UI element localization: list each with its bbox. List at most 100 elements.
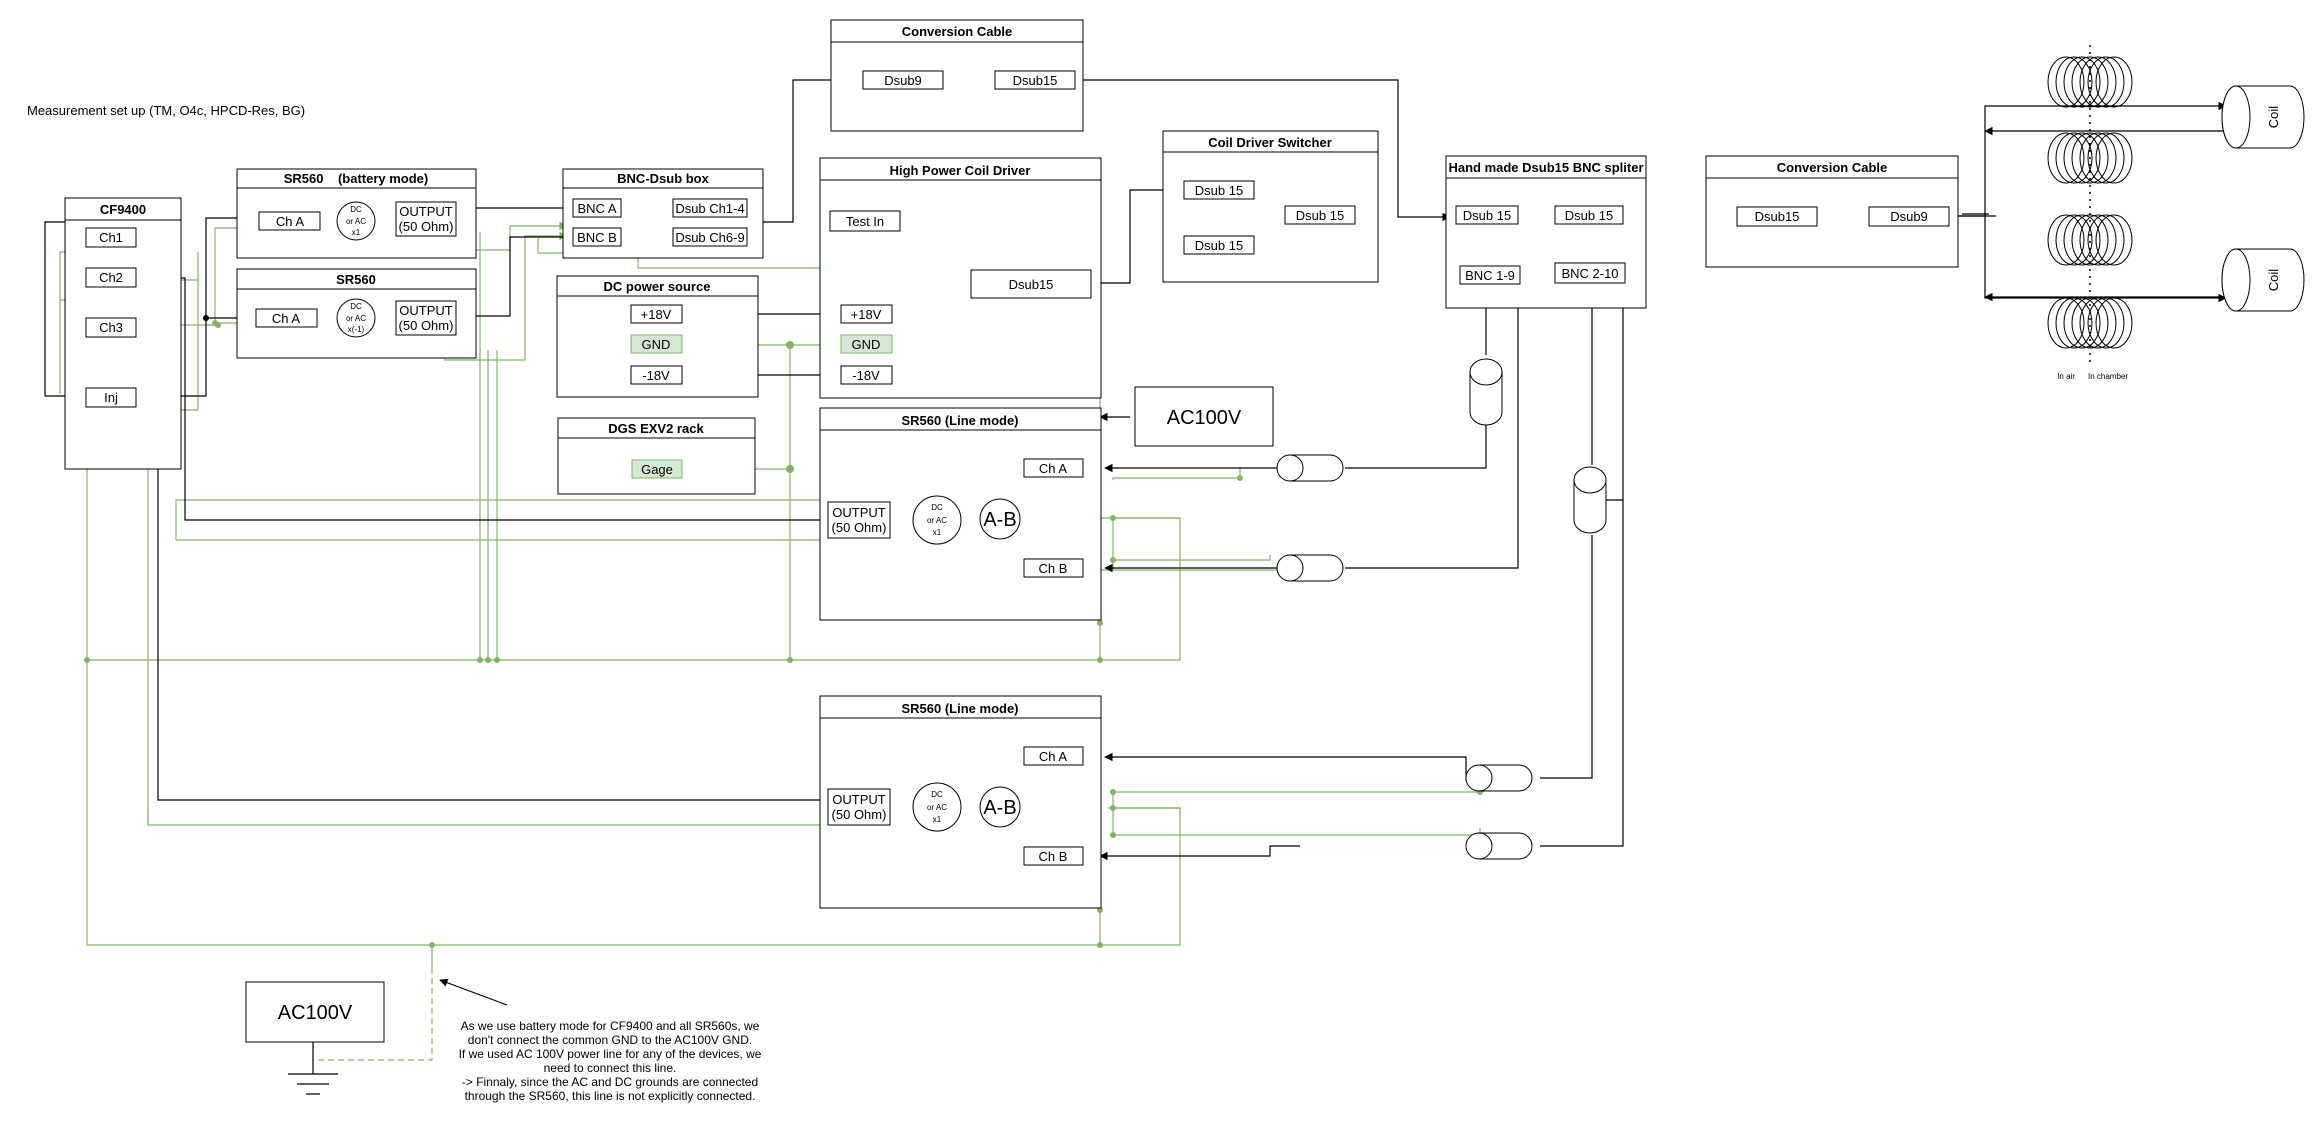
sr560-output-1: OUTPUT [399, 303, 453, 318]
dgs-gage-label: Gage [641, 462, 673, 477]
hpcd-test-port [829, 210, 901, 232]
bnc-b-port [572, 227, 622, 247]
switcher-dsub-a-label: Dsub 15 [1195, 183, 1243, 198]
sr560-battery-title: SR560 (battery mode) [284, 171, 429, 186]
switcher-dsub-c-label: Dsub 15 [1296, 208, 1344, 223]
conversion-cable-1-dsub9 [862, 70, 944, 90]
cf9400-ch2-port [85, 267, 137, 288]
hpcd-gnd-port [840, 334, 893, 354]
conversion-cable-1-dsub9-label: Dsub9 [884, 73, 922, 88]
sr560-line-1-gain-2: or AC [927, 516, 947, 525]
sr560-gain-1: DC [350, 302, 362, 311]
hpcd-dsub-label: Dsub15 [1009, 277, 1054, 292]
sr560-line-1-chb-port [1023, 558, 1084, 578]
conversion-cable-2-box: Conversion Cable Dsub15 Dsub9 [1705, 155, 1959, 268]
conversion-cable-2-dsub15 [1736, 206, 1818, 227]
dgs-title: DGS EXV2 rack [608, 421, 704, 436]
sr560-line-1-cha-label: Ch A [1039, 461, 1068, 476]
hpcd-dsub-port [970, 269, 1092, 299]
sr560-battery-output-2: (50 Ohm) [399, 219, 454, 234]
coil-bottom-label: Coil [2266, 269, 2281, 292]
cf9400-ch2-label: Ch2 [99, 270, 123, 285]
switcher-dsub-c [1284, 205, 1356, 225]
bnc-a-label: BNC A [577, 201, 616, 216]
label-in-air: In air [2057, 372, 2075, 381]
note-line-6: through the SR560, this line is not expl… [465, 1089, 756, 1103]
ac100v-bottom-label: AC100V [278, 1002, 353, 1024]
sr560-battery-gain-2: or AC [346, 217, 366, 226]
bnc-cable-horizontal-3 [1465, 764, 1533, 792]
dgs-rack-box: DGS EXV2 rack Gage [557, 417, 756, 495]
splitter-dsub-b-label: Dsub 15 [1565, 208, 1613, 223]
sr560-gain-2: or AC [346, 314, 366, 323]
hpcd-test-label: Test In [846, 214, 884, 229]
sr560-battery-output-port [395, 201, 457, 237]
cf9400-ch3-label: Ch3 [99, 320, 123, 335]
sr560-line-1-cha-port [1023, 458, 1084, 478]
note-arrow [439, 978, 508, 1006]
hpcd-p18-label: +18V [851, 307, 882, 322]
splitter-title: Hand made Dsub15 BNC spliter [1448, 160, 1643, 175]
sr560-line-2-gain-circle [912, 782, 962, 832]
conversion-cable-2-dsub15-label: Dsub15 [1755, 209, 1800, 224]
sr560-line-2-ab-circle [979, 786, 1021, 828]
splitter-bnc2-label: BNC 2-10 [1561, 266, 1618, 281]
sr560-line-2-cha-label: Ch A [1039, 749, 1068, 764]
splitter-bnc2 [1554, 262, 1626, 284]
coil-bottom: Coil [2221, 248, 2305, 312]
diagram-caption: Measurement set up (TM, O4c, HPCD-Res, B… [27, 103, 305, 118]
bnc-cable-horizontal-1 [1276, 454, 1344, 482]
dc-p18-port [630, 304, 683, 324]
splitter-bnc1 [1459, 265, 1521, 285]
splitter-dsub-b [1554, 205, 1624, 225]
ac100v-bottom-box: AC100V [245, 981, 385, 1043]
sr560-battery-gain-3: x1 [352, 228, 361, 237]
conversion-cable-1-title: Conversion Cable [902, 24, 1013, 39]
coil-top-label: Coil [2266, 106, 2281, 129]
conversion-cable-2-title: Conversion Cable [1777, 160, 1888, 175]
splitter-bnc1-label: BNC 1-9 [1465, 268, 1515, 283]
sr560-box: SR560 Ch A DC or AC x(-1) OUTPUT (50 Ohm… [236, 268, 477, 359]
sr560-battery-gain-1: DC [350, 205, 362, 214]
label-in-chamber: In chamber [2088, 372, 2128, 381]
hpcd-m18-label: -18V [852, 368, 880, 383]
dc-gnd-port [630, 334, 683, 354]
note-line-4: need to connect this line. [544, 1061, 677, 1075]
sr560-line-1-ab-label: A-B [983, 509, 1016, 531]
dc-m18-label: -18V [642, 368, 670, 383]
bnc-cable-vertical-1 [1469, 358, 1503, 426]
sr560-line-2-box: SR560 (Line mode) Ch A Ch B A-B DC or AC… [819, 695, 1102, 909]
ac100v-top-box: AC100V [1134, 386, 1274, 447]
dgs-gage-port [631, 459, 683, 479]
sr560-line-1-output-port [827, 501, 891, 539]
note-line-3: If we used AC 100V power line for any of… [459, 1047, 762, 1061]
splitter-box: Hand made Dsub15 BNC spliter Dsub 15 Dsu… [1445, 155, 1647, 309]
sr560-line-2-output-1: OUTPUT [832, 792, 886, 807]
hpcd-m18-port [840, 365, 893, 385]
sr560-battery-output-1: OUTPUT [399, 204, 453, 219]
conversion-cable-2-dsub9 [1868, 206, 1950, 227]
sr560-line-2-ab-label: A-B [983, 797, 1016, 819]
sr560-line-1-title: SR560 (Line mode) [901, 413, 1018, 428]
switcher-dsub-b [1183, 235, 1255, 255]
dsub-ch69-label: Dsub Ch6-9 [675, 230, 744, 245]
conversion-cable-1-dsub15 [994, 70, 1076, 90]
conversion-cable-2-dsub9-label: Dsub9 [1890, 209, 1928, 224]
cf9400-ch1-label: Ch1 [99, 230, 123, 245]
coil-stack-bottom-1 [2047, 214, 2133, 266]
sr560-battery-cha-port [258, 211, 321, 231]
bnc-cable-horizontal-2 [1276, 554, 1344, 582]
hpcd-title: High Power Coil Driver [890, 163, 1031, 178]
dsub-ch14-port [672, 198, 748, 218]
sr560-cha-port [255, 308, 318, 328]
sr560-line-1-output-2: (50 Ohm) [832, 520, 887, 535]
hpcd-gnd-label: GND [852, 337, 881, 352]
conversion-cable-1-dsub15-label: Dsub15 [1013, 73, 1058, 88]
sr560-line-1-gain-1: DC [931, 503, 943, 512]
sr560-battery-gain-circle [336, 201, 376, 241]
sr560-line-1-ab-circle [979, 498, 1021, 540]
cf9400-box: CF9400 Ch1 Ch2 Ch3 Inj [64, 197, 182, 470]
sr560-line-2-gain-2: or AC [927, 803, 947, 812]
sr560-cha-label: Ch A [272, 311, 301, 326]
sr560-line-2-output-port [827, 788, 891, 826]
